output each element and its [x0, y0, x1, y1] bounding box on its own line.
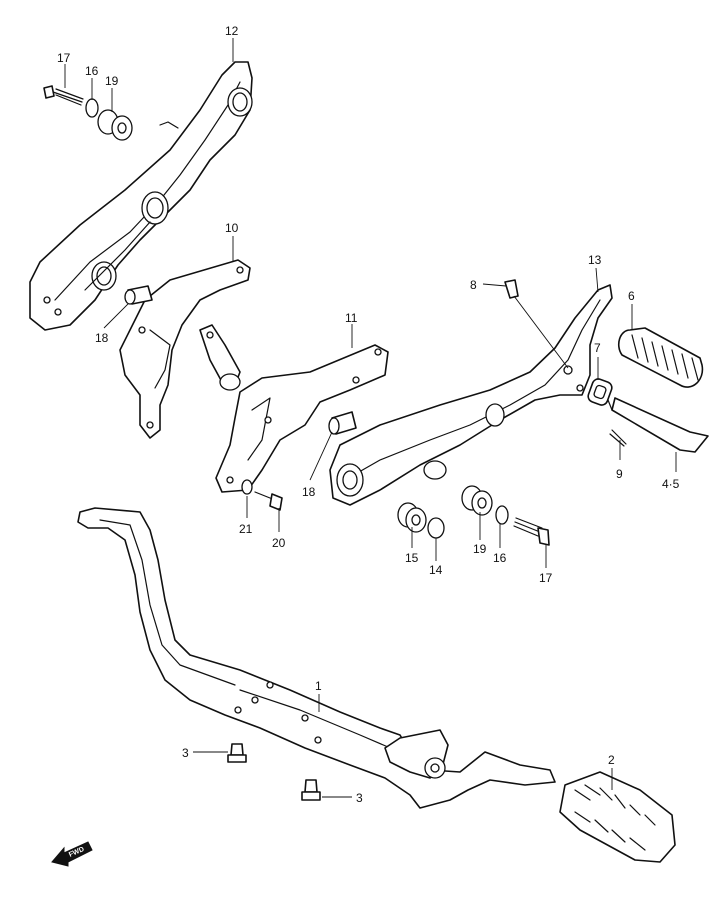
callout-18-left: 18 — [95, 331, 109, 345]
part-17-bolt-lower — [513, 517, 550, 546]
callout-19-upper: 19 — [105, 74, 119, 88]
leader-lines — [64, 38, 677, 798]
callout-12: 12 — [225, 24, 239, 38]
part-2-footrest-rubber — [559, 771, 676, 863]
part-1-frame-bar — [77, 507, 556, 809]
part-9-cotter-pin — [609, 429, 627, 447]
callout-17-lower: 17 — [539, 571, 553, 585]
part-16-washer-upper — [85, 98, 99, 118]
callout-11: 11 — [345, 311, 358, 325]
part-7-washer — [587, 378, 613, 406]
part-21-washer — [241, 479, 253, 495]
part-18-spacer-left — [124, 285, 153, 305]
callout-14: 14 — [429, 563, 443, 577]
part-13-right-bracket — [329, 284, 613, 506]
callout-13: 13 — [588, 253, 602, 267]
part-4-5-footpeg — [607, 397, 709, 453]
part-6-footpeg-rubber — [618, 327, 704, 388]
callout-9: 9 — [616, 467, 623, 481]
part-10-bracket — [119, 259, 251, 439]
part-11-bracket — [215, 344, 389, 493]
callout-16-upper: 16 — [85, 64, 99, 78]
callout-15: 15 — [405, 551, 419, 565]
part-12-left-bracket — [29, 61, 253, 331]
part-16-washer-lower — [495, 505, 509, 525]
part-20-bolt — [254, 491, 283, 511]
part-3-bolt-upper — [227, 743, 247, 763]
callout-10: 10 — [225, 221, 239, 235]
callout-3-upper: 3 — [182, 746, 189, 760]
part-18-spacer-center — [328, 411, 357, 435]
part-14-collar — [427, 517, 445, 539]
callout-6: 6 — [628, 289, 635, 303]
callout-19-lower: 19 — [473, 542, 487, 556]
part-8-pin — [504, 279, 569, 369]
callout-1: 1 — [315, 679, 322, 693]
part-15-bushing — [397, 502, 427, 533]
part-17-bolt-upper — [43, 85, 84, 106]
callout-20: 20 — [272, 536, 286, 550]
callout-7: 7 — [594, 341, 601, 355]
part-3-bolt-lower — [301, 779, 321, 801]
fwd-indicator: FWD — [51, 841, 93, 867]
part-19-bushing-upper — [97, 109, 133, 141]
callout-8: 8 — [470, 278, 477, 292]
callout-labels: 1 2 3 3 4·5 6 7 8 9 10 11 12 13 14 15 16… — [57, 24, 680, 805]
callout-2: 2 — [608, 753, 615, 767]
callout-21: 21 — [239, 522, 253, 536]
callout-18-center: 18 — [302, 485, 316, 499]
callout-3-lower: 3 — [356, 791, 363, 805]
part-19-bushing-lower — [461, 485, 493, 516]
callout-4-5: 4·5 — [662, 477, 680, 491]
callout-16-lower: 16 — [493, 551, 507, 565]
forward-arrow-icon — [51, 841, 93, 867]
callout-17-upper: 17 — [57, 51, 71, 65]
